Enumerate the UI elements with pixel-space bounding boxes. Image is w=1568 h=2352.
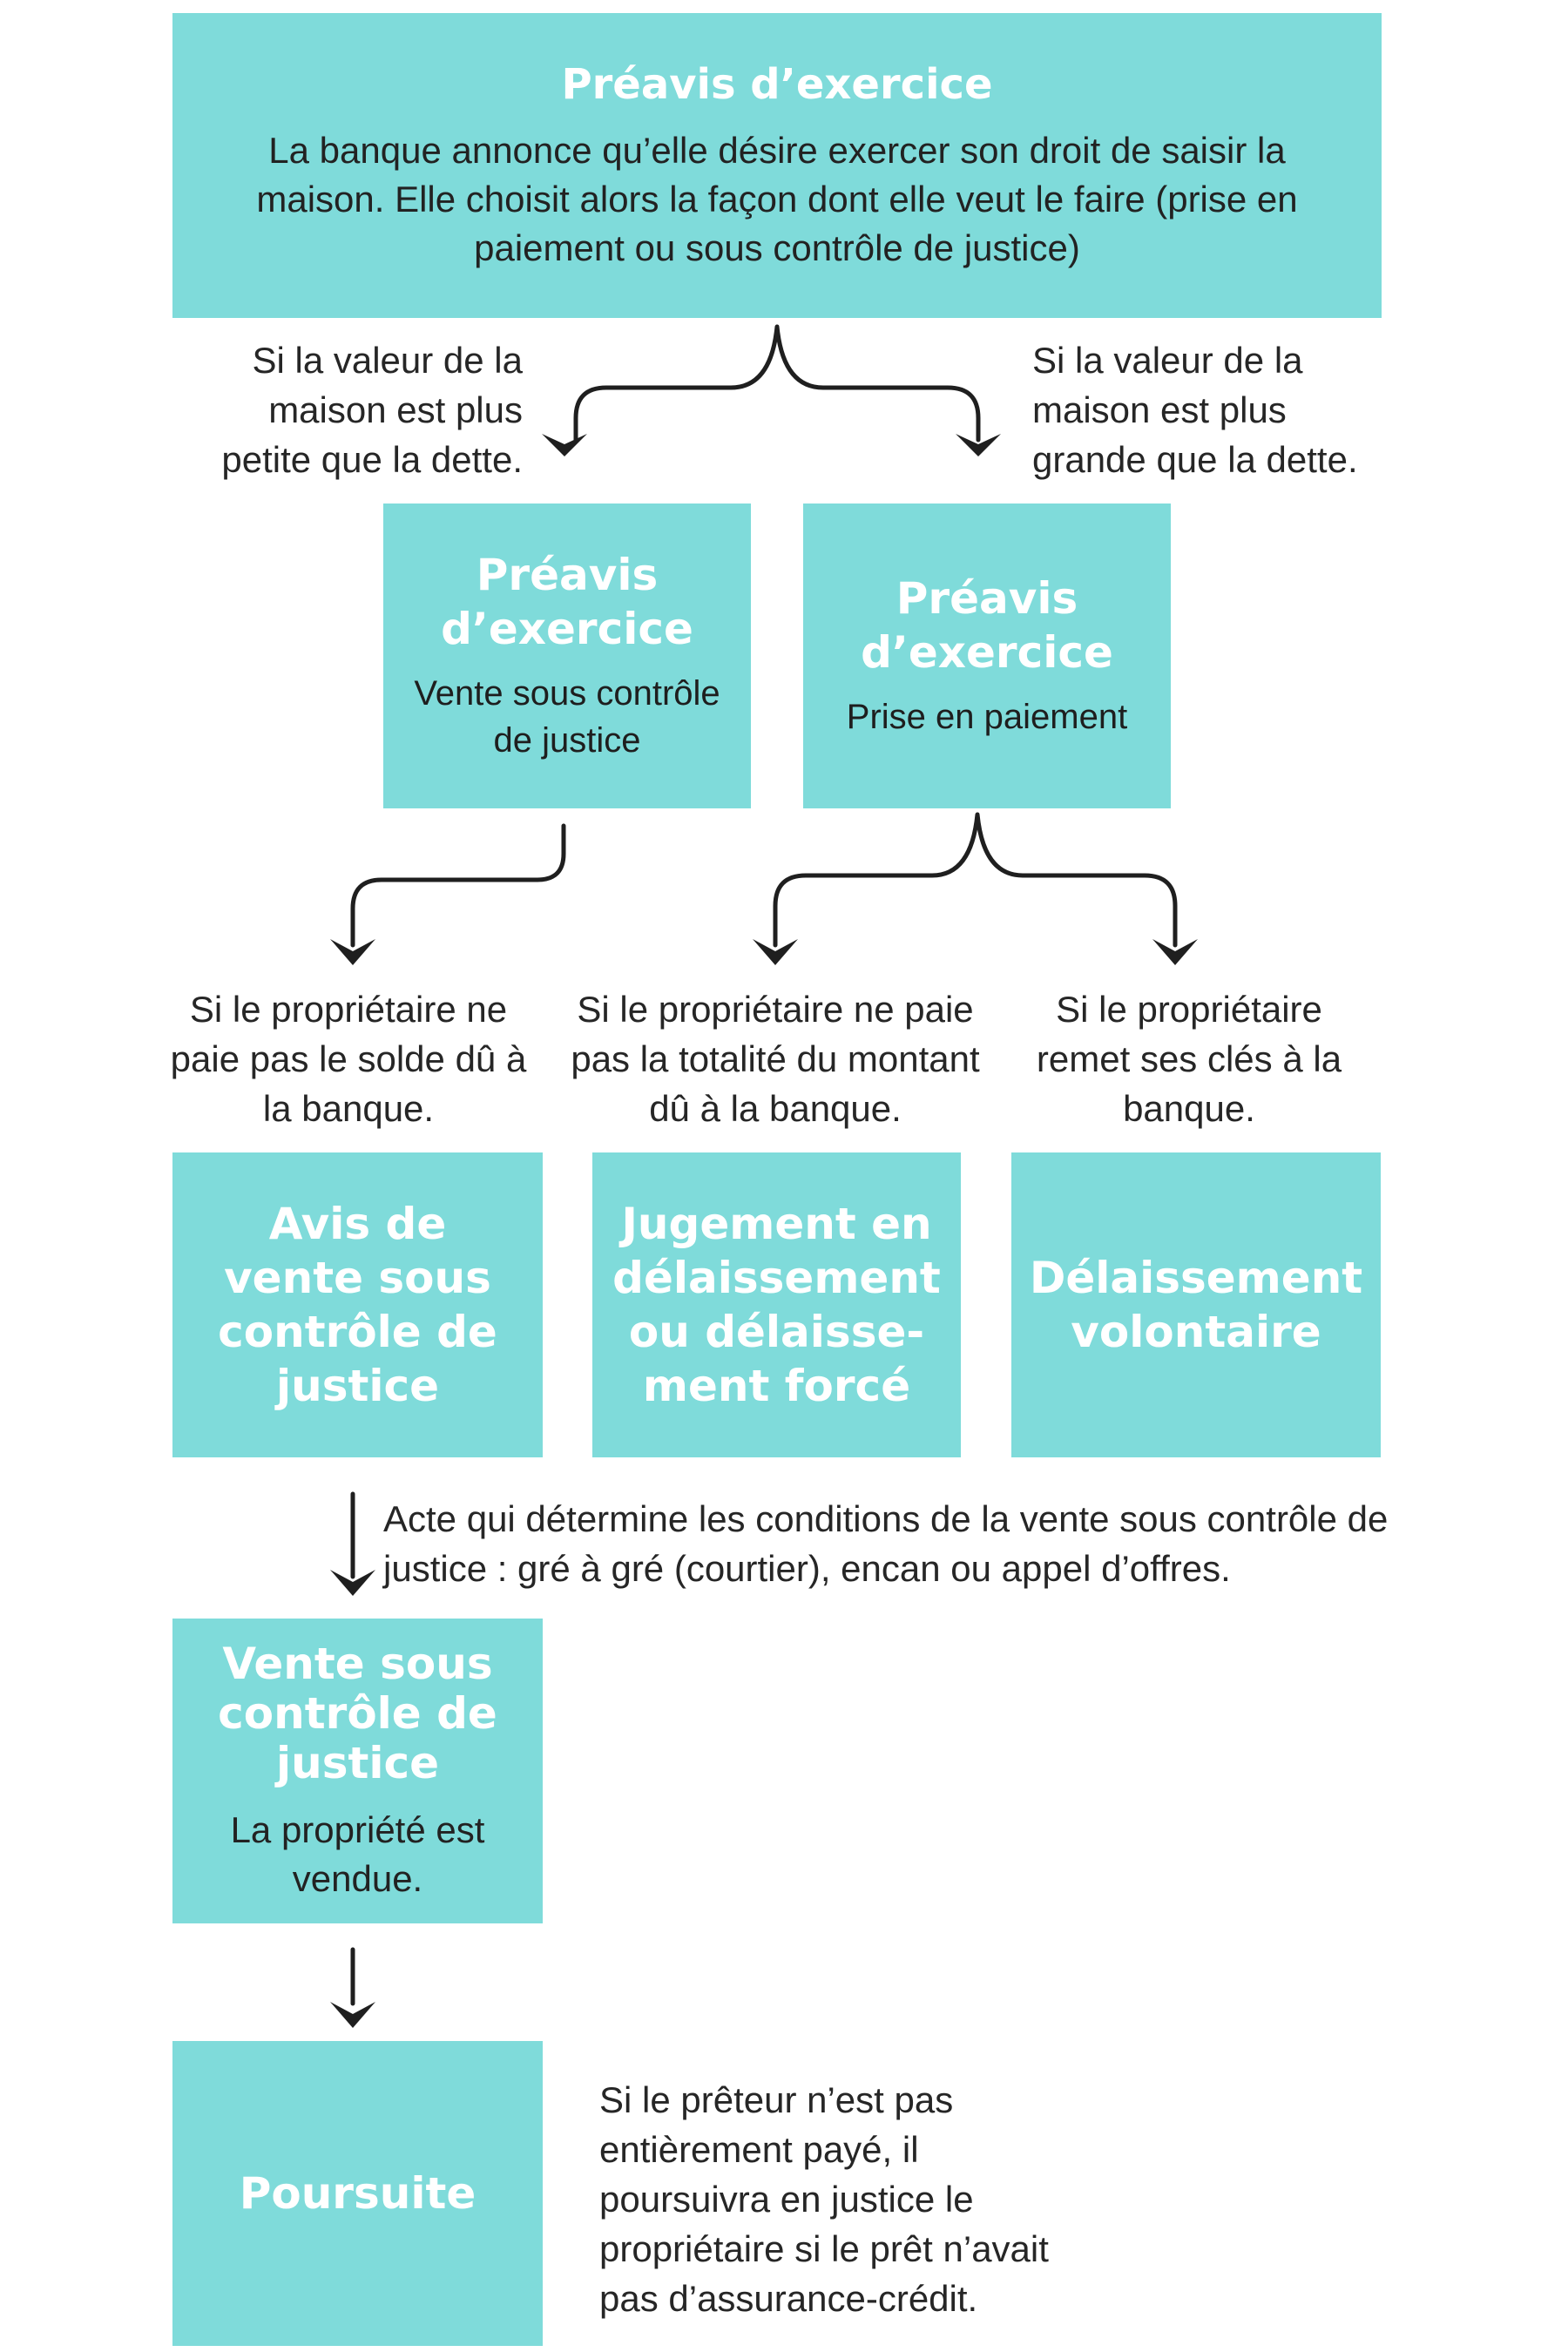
brace-payment — [773, 812, 1178, 948]
connector-judicial — [350, 823, 566, 948]
box-pursuit-title: Poursuite — [239, 2168, 476, 2219]
arrowhead-left-branch — [542, 434, 587, 456]
box-pursuit: Poursuite — [172, 2041, 543, 2346]
label-pursuit-note: Si le prêteur n’est pas entièrement payé… — [599, 2079, 1049, 2319]
box-forced-surrender: Jugement en délaissement ou délaisse-men… — [592, 1152, 961, 1457]
box-judicial-sale-notice-subtitle: Vente sous contrôle de justice — [414, 674, 720, 760]
label-condition-balance: Si le propriétaire ne paie pas le solde … — [170, 989, 527, 1129]
label-value-lower: Si la valeur de la maison est plus petit… — [221, 340, 523, 480]
box-notice-of-judicial-sale-title: Avis de vente sous contrôle de justice — [218, 1199, 497, 1411]
brace-top — [573, 324, 981, 443]
box-payment-notice-subtitle: Prise en paiement — [846, 698, 1128, 736]
box-notice-of-exercise: Préavis d’exercice La banque annonce qu’… — [172, 13, 1382, 318]
box-judicial-sale: Vente sous contrôle de justice La propri… — [172, 1619, 543, 1923]
label-condition-total: Si le propriétaire ne paie pas la totali… — [571, 989, 980, 1129]
arrowhead-judicial — [330, 939, 375, 965]
arrowhead-voluntary — [1152, 939, 1198, 965]
label-act-conditions: Acte qui détermine les conditions de la … — [383, 1498, 1389, 1589]
box-payment-notice: Préavis d’exercice Prise en paiement — [803, 504, 1171, 808]
arrowhead-forced — [753, 939, 798, 965]
box-judicial-sale-body: La propriété est vendue. — [230, 1808, 485, 1899]
box-notice-of-exercise-title: Préavis d’exercice — [561, 60, 993, 109]
label-condition-keys: Si le propriétaire remet ses clés à la b… — [1036, 989, 1342, 1129]
box-voluntary-surrender: Délaissement volontaire — [1011, 1152, 1381, 1457]
box-judicial-sale-notice: Préavis d’exercice Vente sous contrôle d… — [383, 504, 751, 808]
box-payment-notice-title: Préavis d’exercice — [861, 573, 1113, 678]
label-value-higher: Si la valeur de la maison est plus grand… — [1032, 340, 1358, 480]
box-notice-of-judicial-sale: Avis de vente sous contrôle de justice — [172, 1152, 543, 1457]
box-judicial-sale-notice-title: Préavis d’exercice — [441, 550, 693, 654]
arrowhead-sale — [330, 1570, 375, 1596]
box-forced-surrender-title: Jugement en délaissement ou délaisse-men… — [612, 1199, 941, 1411]
box-notice-of-exercise-body: La banque annonce qu’elle désire exercer… — [256, 130, 1298, 268]
box-judicial-sale-title: Vente sous contrôle de justice — [218, 1638, 497, 1788]
arrowhead-pursuit — [330, 2002, 375, 2028]
box-voluntary-surrender-title: Délaissement volontaire — [1029, 1253, 1363, 1357]
arrowhead-right-branch — [956, 434, 1001, 456]
